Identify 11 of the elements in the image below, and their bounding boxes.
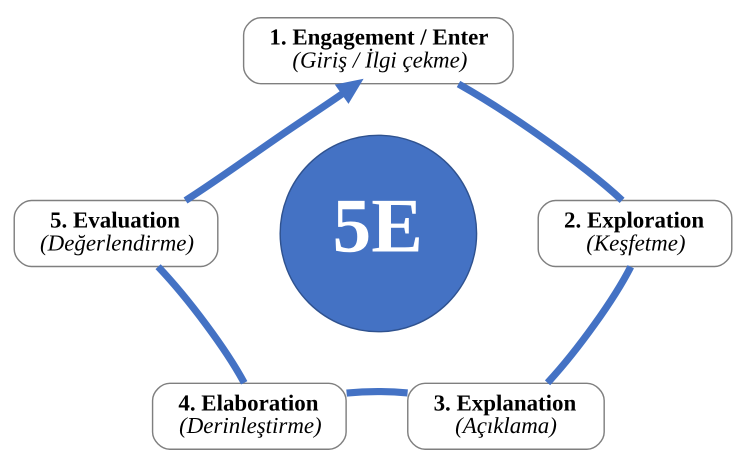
node-box: 1. Engagement / Enter (Giriş / İlgi çekme) (242, 16, 514, 84)
node-box: 3. Explanation (Açıklama) (407, 382, 605, 450)
connector (346, 387, 408, 396)
arrow (184, 78, 364, 204)
node-box: 5. Evaluation (Değerlendirme) (14, 199, 219, 267)
node-box: 4. Elaboration (Derinleştirme) (152, 382, 347, 450)
node-box: 2. Exploration (Keşfetme) (538, 199, 732, 267)
connector (456, 80, 625, 202)
node-circle: 5E (279, 134, 478, 332)
connector (155, 264, 248, 384)
connector (544, 264, 634, 385)
